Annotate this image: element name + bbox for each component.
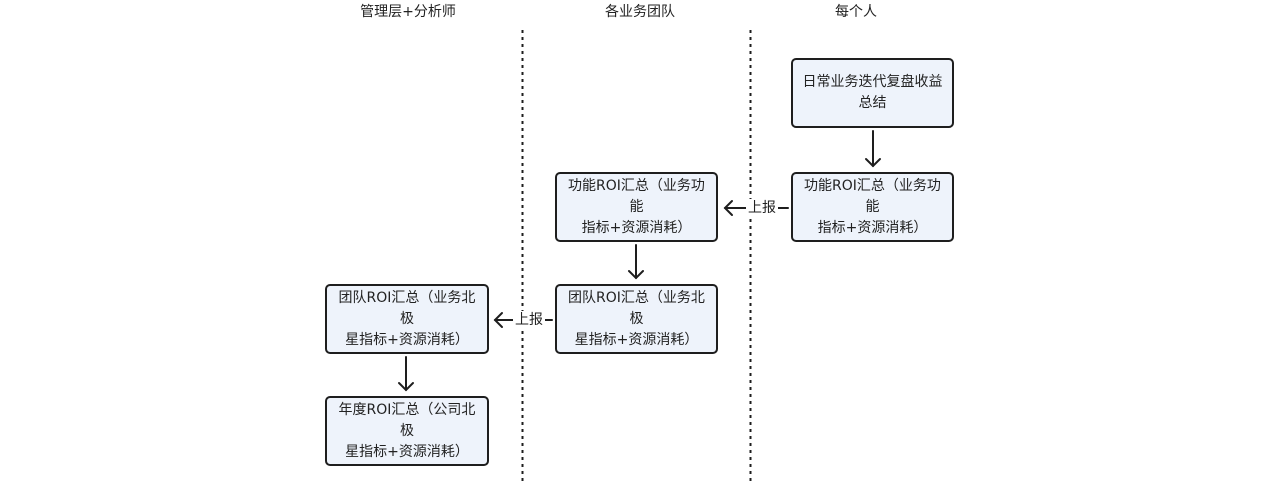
edge-label-report-team: 上报 [513, 311, 545, 329]
edge-label-report-individual: 上报 [746, 199, 778, 217]
node-team-roi-mgmt: 团队ROI汇总（业务北极 星指标+资源消耗） [325, 284, 489, 354]
node-feature-roi-team: 功能ROI汇总（业务功能 指标+资源消耗） [555, 172, 718, 242]
arrow-daily-to-feature [865, 130, 881, 168]
node-daily-review-line1: 日常业务迭代复盘收益 [802, 74, 943, 90]
node-feature-roi-individual: 功能ROI汇总（业务功能 指标+资源消耗） [791, 172, 954, 242]
node-team-roi-team: 团队ROI汇总（业务北极 星指标+资源消耗） [555, 284, 718, 354]
node-daily-review-line2: 总结 [858, 95, 887, 111]
node-feature-roi-team-line2: 指标+资源消耗） [581, 219, 692, 236]
node-team-roi-mgmt-line1: 团队ROI汇总（业务北极 [338, 289, 476, 327]
arrow-feature-to-team [628, 244, 644, 280]
node-team-roi-mgmt-line2: 星指标+资源消耗） [345, 331, 469, 348]
arrow-team-to-annual [398, 356, 414, 392]
node-feature-roi-individual-line1: 功能ROI汇总（业务功能 [804, 177, 941, 215]
node-feature-roi-team-line1: 功能ROI汇总（业务功能 [568, 177, 705, 215]
node-annual-roi-line1: 年度ROI汇总（公司北极 [338, 401, 476, 439]
lane-title-business-teams: 各业务团队 [605, 4, 675, 20]
lane-title-individuals: 每个人 [835, 4, 877, 20]
node-team-roi-team-line2: 星指标+资源消耗） [574, 331, 699, 348]
node-annual-roi-line2: 星指标+资源消耗） [345, 443, 469, 460]
node-team-roi-team-line1: 团队ROI汇总（业务北极 [568, 289, 705, 327]
node-feature-roi-individual-line2: 指标+资源消耗） [817, 219, 928, 236]
node-annual-roi: 年度ROI汇总（公司北极 星指标+资源消耗） [325, 396, 489, 466]
lane-title-management: 管理层+分析师 [360, 4, 456, 20]
node-daily-review: 日常业务迭代复盘收益 总结 [791, 58, 954, 128]
